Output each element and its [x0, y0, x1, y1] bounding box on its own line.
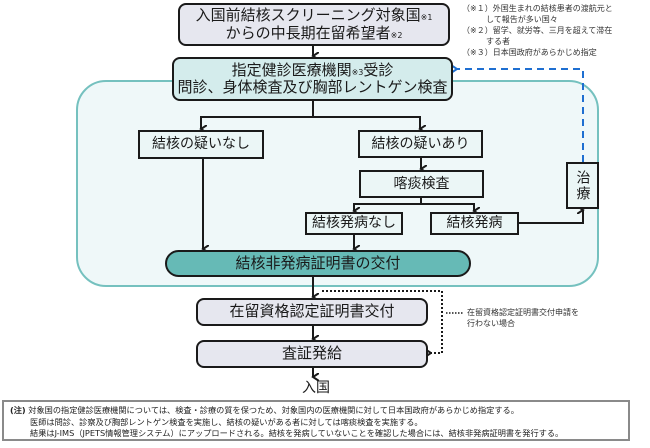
arrow-exam-split — [201, 101, 314, 129]
entry-label: 入国 — [302, 380, 330, 396]
footnote-line3: 結果はJ-IMS（JPETS情報管理システム）にアップロードされる。結核を発病し… — [30, 428, 564, 438]
certificate-issuance-box: 結核非発病証明書の交付 — [165, 250, 471, 277]
onset-box: 結核発病 — [430, 212, 519, 235]
note-3: （※３）日本国政府があらかじめ指定 — [462, 48, 597, 57]
footnote-line2: 医師は問診、診察及び胸部レントゲン検査を実施し、結核の疑いがある者に対しては喀痰… — [30, 416, 423, 427]
note-2-cont: する者 — [486, 37, 510, 46]
exam-box-line2: 問診、身体検査及び胸部レントゲン検査 — [177, 78, 448, 96]
arrow-bypass-dotted — [322, 290, 443, 353]
notes-panel: （※１）外国生まれの結核患者の渡航元と して報告が多い国々 （※２）留学、就労等… — [462, 3, 648, 58]
no-suspicion-box: 結核の疑いなし — [138, 130, 264, 159]
visa-issuance-box: 査証発給 — [196, 340, 428, 368]
start-box-line2: からの中長期在留希望者※2 — [225, 23, 403, 42]
arrow-onset-to-treatment — [518, 210, 583, 224]
footnote-box: (注) 対象国の指定健診医療機関については、検査・診療の質を保つため、対象国内の… — [2, 400, 630, 441]
exam-box-line1: 指定健診医療機関※3受診 — [231, 60, 394, 79]
arrow-exam-to-suspicion — [313, 116, 420, 129]
arrow-treatment-to-exam — [456, 69, 584, 162]
start-box-line1: 入国前結核スクリーニング対象国※1 — [195, 6, 433, 25]
note-2: （※２）留学、就労等、三月を超えて滞在 — [462, 26, 613, 35]
start-box: 入国前結核スクリーニング対象国※1 からの中長期在留希望者※2 — [178, 3, 450, 46]
dotted-bypass-legend: 在留資格認定証明書交付申請を 行わない場合 — [467, 308, 579, 328]
arrow-sputum-to-onset — [421, 203, 474, 211]
exam-box: 指定健診医療機関※3受診 問診、身体検査及び胸部レントゲン検査 — [172, 57, 453, 101]
footnote-line1: (注) 対象国の指定健診医療機関については、検査・診療の質を保つため、対象国内の… — [10, 405, 519, 415]
note-1-cont: して報告が多い国々 — [486, 15, 558, 24]
note-1: （※１）外国生まれの結核患者の渡航元と — [462, 4, 613, 13]
suspicion-box: 結核の疑いあり — [358, 130, 483, 158]
coe-issuance-box: 在留資格認定証明書交付 — [196, 298, 428, 326]
no-onset-box: 結核発病なし — [305, 212, 403, 235]
sputum-test-box: 喀痰検査 — [359, 170, 484, 198]
arrow-sputum-to-no-onset — [354, 198, 422, 211]
treatment-box: 治療 — [566, 162, 599, 209]
